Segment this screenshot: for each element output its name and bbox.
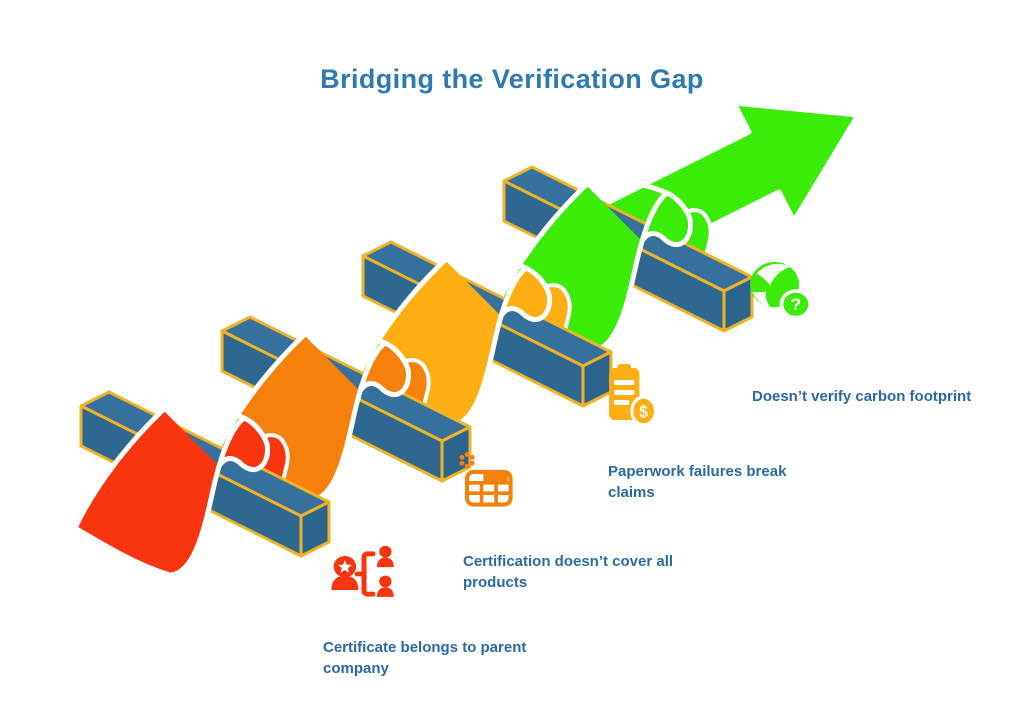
svg-text:$: $ <box>639 401 648 422</box>
beam-end-face <box>722 275 754 333</box>
beam-end-face <box>440 425 472 483</box>
paperwork-claims-clipboard-icon: $ <box>604 364 658 428</box>
step-label-3: Paperwork failures break claims <box>608 463 787 501</box>
step-label-4: Doesn’t verify carbon footprint <box>752 388 972 405</box>
page-title: Bridging the Verification Gap <box>320 64 704 94</box>
product-coverage-table-icon <box>458 452 516 510</box>
carbon-footprint-globe-icon: ? <box>748 259 816 322</box>
step-label-1: Certificate belongs to parent company <box>323 639 527 677</box>
ribbon-sheet <box>75 410 268 575</box>
beam-end-face <box>299 500 331 558</box>
step-label-2: Certification doesn’t cover all products <box>463 553 674 591</box>
svg-text:?: ? <box>790 295 801 314</box>
parent-company-hierarchy-icon <box>328 540 400 608</box>
ribbon-outline <box>72 403 270 578</box>
bridge-step-1 <box>72 390 331 578</box>
